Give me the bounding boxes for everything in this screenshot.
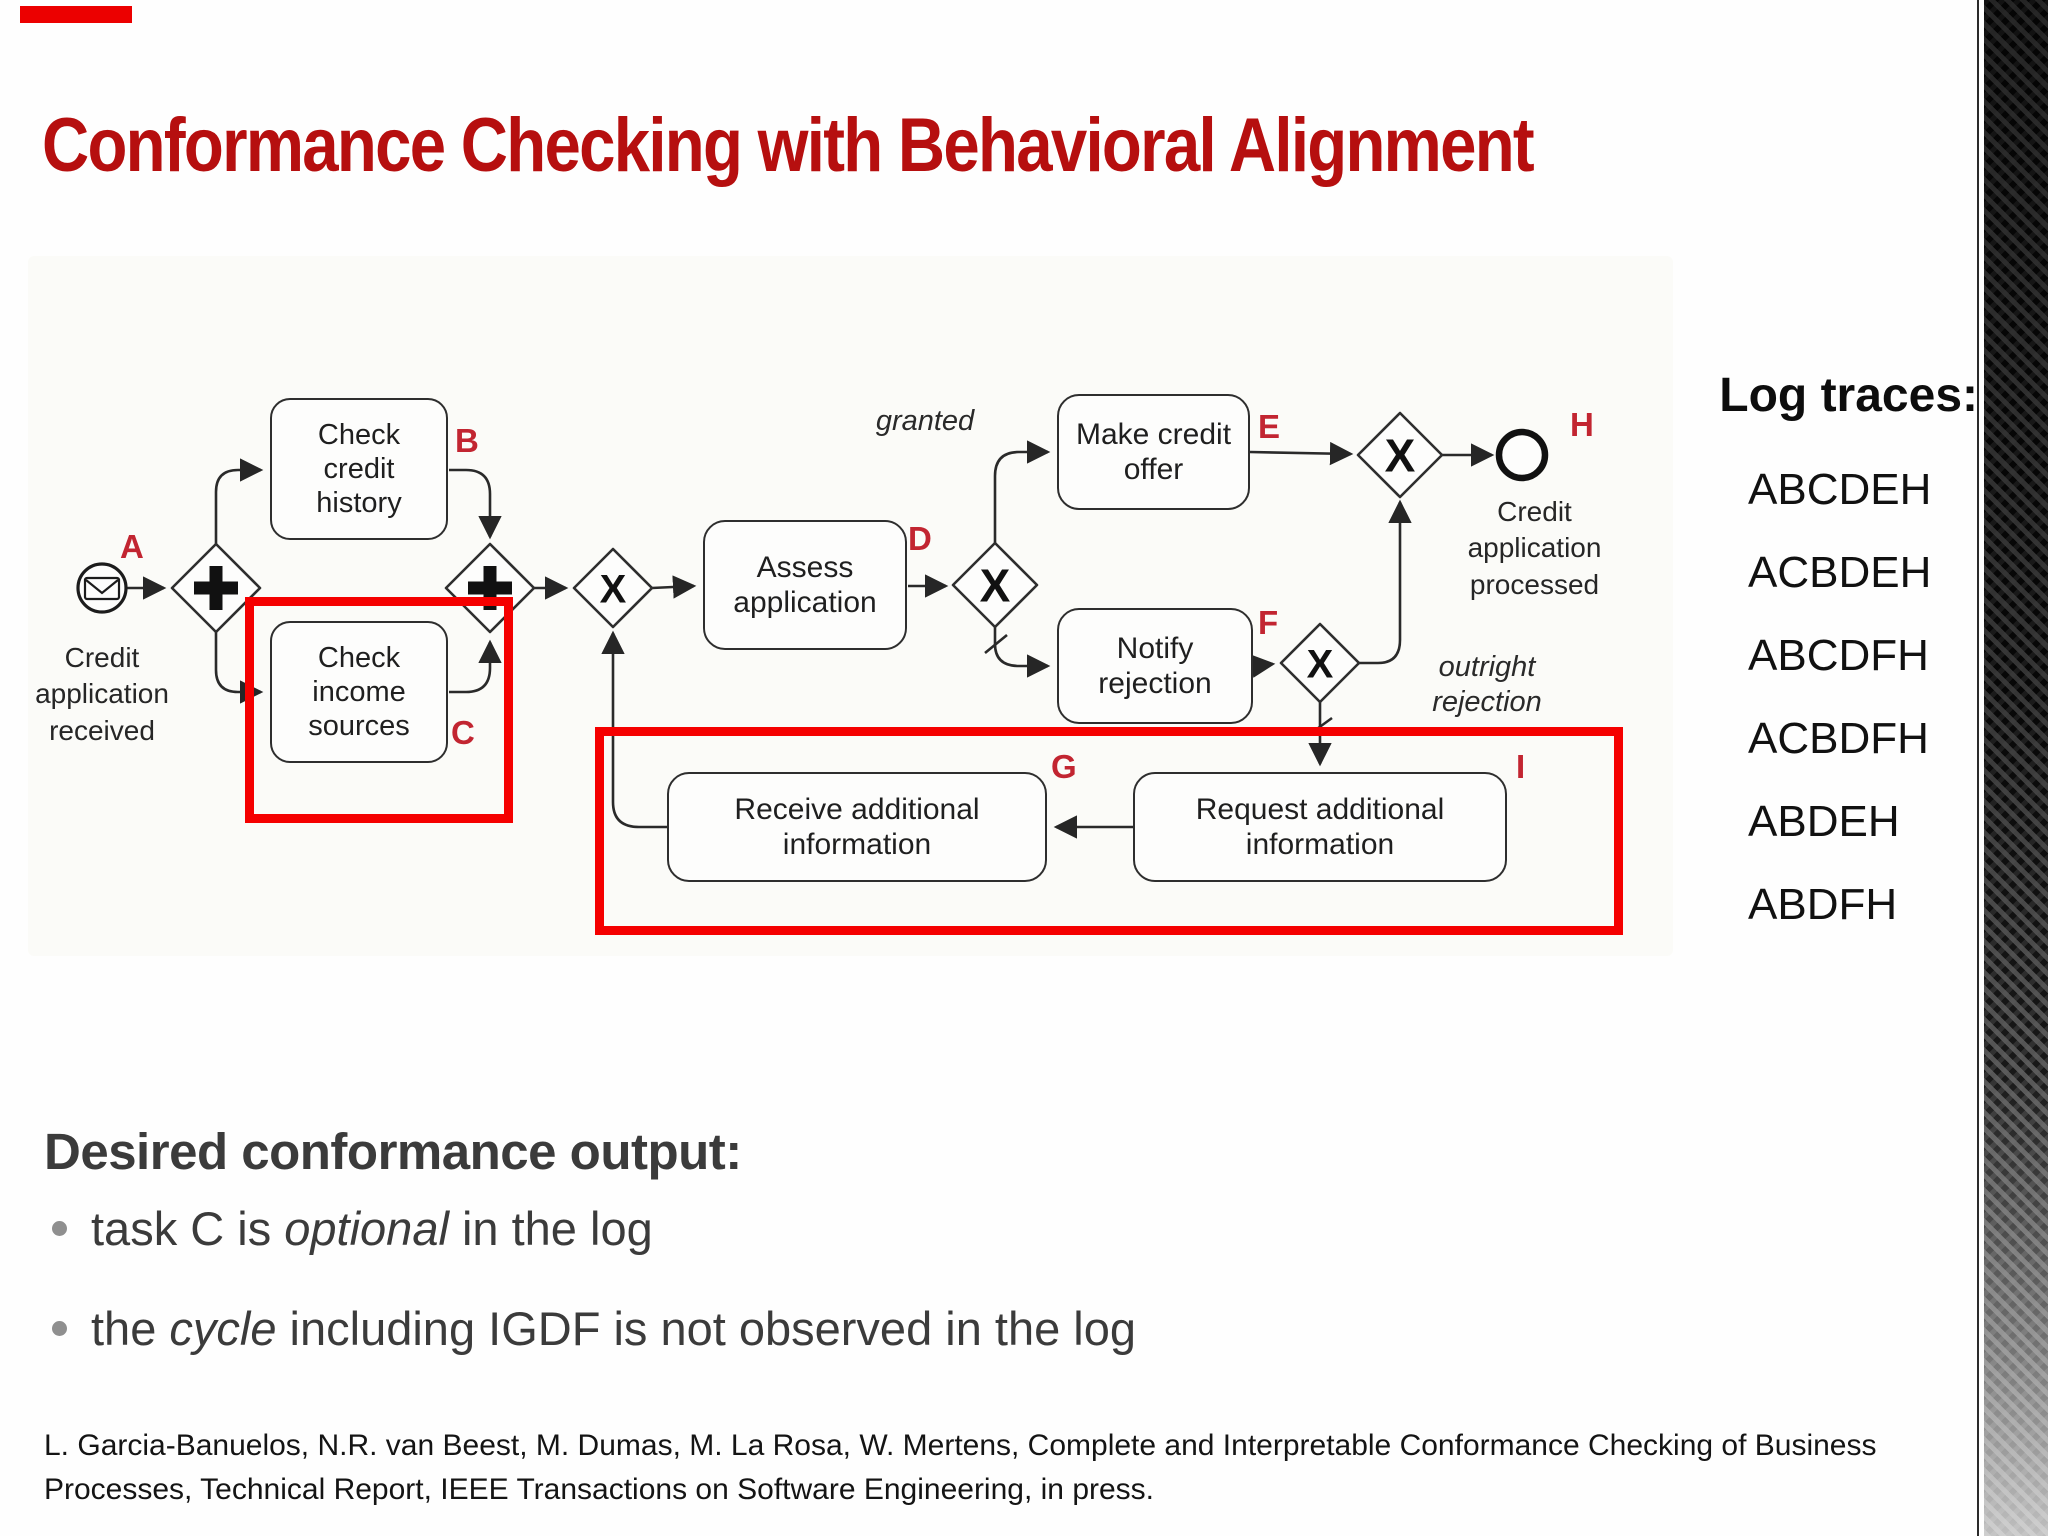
log-trace: ACBDEH [1748,548,1932,597]
start-event-caption: Credit application received [35,642,169,746]
activity-letter-G: G [1051,748,1077,785]
gateway-glyphs: X X X X [194,430,1416,686]
xor-gateway-decision [951,541,1039,629]
log-trace: ABDEH [1748,797,1900,846]
highlight-box-task-c [245,597,513,823]
xor-gateway-icon: X [1307,642,1334,686]
task-notify-rejection: Notify rejection [1057,608,1253,724]
log-trace: ABCDFH [1748,631,1929,680]
task-label: Check credit history [316,418,402,520]
task-label: Receive additional information [734,792,980,861]
task-check-income-sources: Check income sources [270,621,448,763]
task-check-credit-history: Check credit history [270,398,448,540]
log-traces-heading: Log traces: [1719,369,1978,422]
end-event-caption: Credit application processed [1467,496,1602,600]
activity-letter-A: A [120,528,144,565]
bullet-text-pre: the [91,1301,170,1355]
edge-label-outright-rejection: outright rejection [1412,650,1562,720]
edge-label-line: outright [1438,651,1536,683]
task-make-credit-offer: Make credit offer [1057,394,1250,510]
bullet-cycle-not-observed: the cycle including IGDF is not observed… [52,1297,1136,1359]
task-label: Make credit offer [1075,417,1232,486]
task-label: Notify rejection [1098,631,1212,700]
task-label: Request additional information [1195,792,1445,861]
activity-letter-E: E [1258,408,1281,445]
log-trace: ACBDFH [1748,714,1929,763]
xor-gateway-icon: X [980,560,1011,612]
xor-gateway-merge [572,547,654,629]
top-left-red-bar [20,6,132,23]
log-trace: ABDFH [1748,880,1898,929]
bullet-text-post: in the log [448,1201,653,1255]
task-request-additional-information: Request additional information [1133,772,1507,882]
task-receive-additional-information: Receive additional information [667,772,1047,882]
citation: L. Garcia-Banuelos, N.R. van Beest, M. D… [44,1424,1944,1511]
end-event [1495,428,1549,482]
parallel-gateway-icon [194,566,238,610]
bullet-text: task C is optional in the log [91,1201,653,1256]
sequence-flows [127,440,1495,839]
envelope-icon [83,576,121,601]
edge-label-granted: granted [875,405,975,437]
task-label: Check income sources [308,641,410,743]
activity-letter-F: F [1258,604,1279,641]
bullet-text-post: including IGDF is not observed in the lo… [276,1301,1137,1355]
carbon-fiber-border [1984,0,2048,1536]
bullet-text: the cycle including IGDF is not observed… [91,1301,1136,1356]
activity-letter-C: C [451,714,475,751]
edge-label-line: rejection [1432,685,1542,718]
task-assess-application: Assess application [703,520,907,650]
bullet-icon [52,1320,67,1336]
xor-gateway-icon: X [600,567,627,611]
slide-title: Conformance Checking with Behavioral Ali… [42,103,1535,188]
highlight-box-cycle [595,727,1623,935]
citation-line: Processes, Technical Report, IEEE Transa… [44,1472,1155,1506]
xor-gateway-icon: X [1385,430,1416,482]
activity-letter-H: H [1570,406,1594,443]
task-label: Assess application [733,550,877,619]
log-traces-list: ABCDEH ACBDEH ABCDFH ACBDFH ABDEH ABDFH [1748,448,1988,946]
slide-edge-line [1977,0,1979,1536]
xor-gateway-final-merge [1356,411,1444,499]
activity-letter-B: B [455,422,479,459]
log-trace: ABCDEH [1748,465,1932,514]
citation-line: L. Garcia-Banuelos, N.R. van Beest, M. D… [44,1429,1877,1462]
activity-letter-I: I [1516,748,1526,785]
conformance-heading: Desired conformance output: [44,1123,742,1180]
events [76,428,1549,614]
default-flow-slash-icon [984,633,1008,655]
activity-letter-D: D [908,520,932,557]
bullet-task-c-optional: task C is optional in the log [52,1197,653,1259]
bullet-text-emphasis: cycle [169,1301,277,1355]
bullet-text-pre: task C is [91,1201,285,1255]
bullet-text-emphasis: optional [284,1201,449,1255]
bullet-icon [52,1220,67,1236]
xor-gateway-rejection [1279,622,1361,704]
